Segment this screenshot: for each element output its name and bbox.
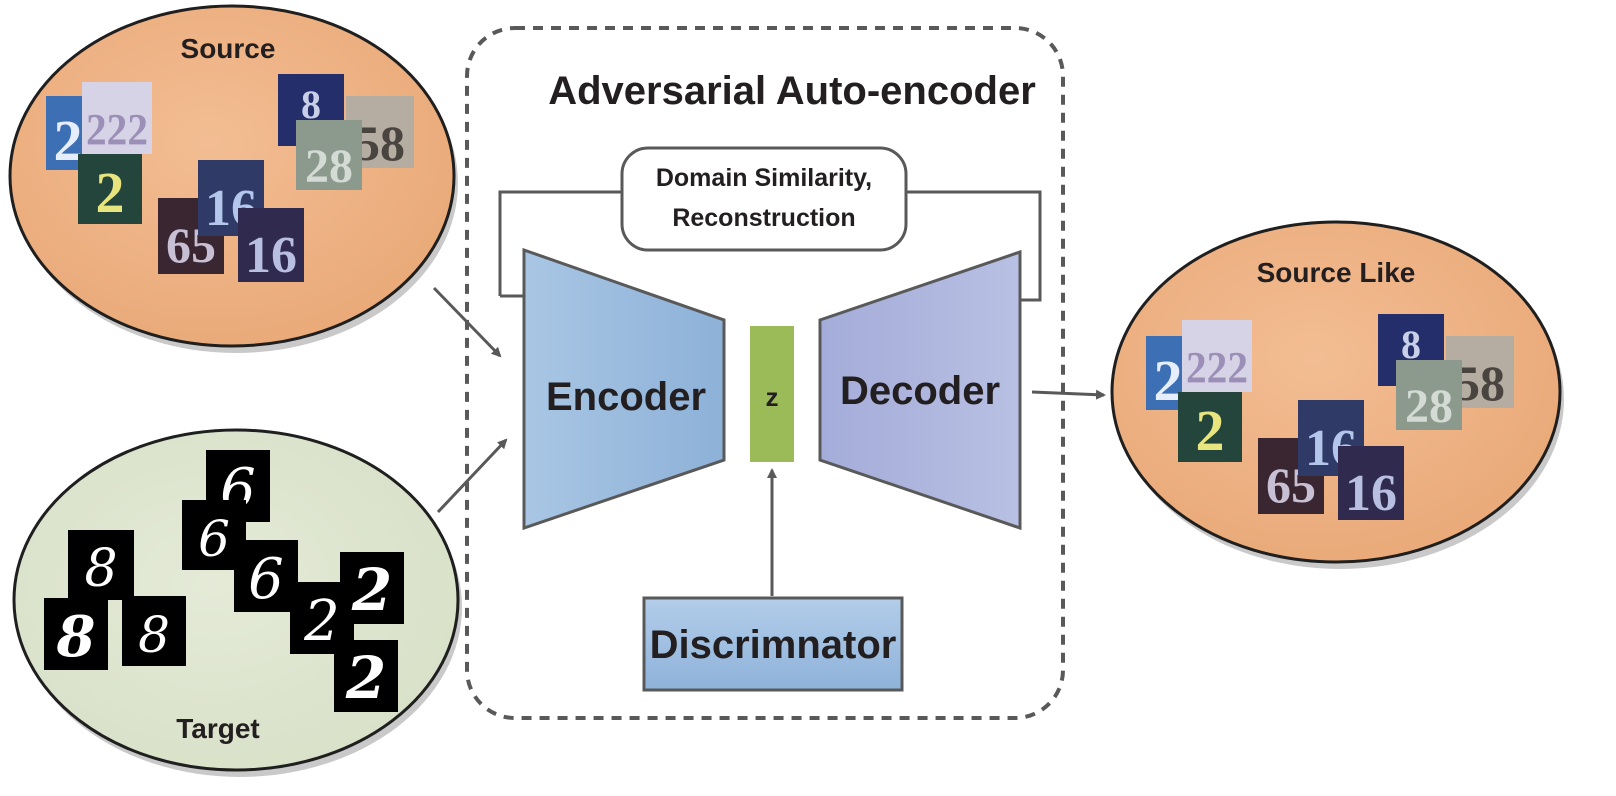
source-like-digit: 58 bbox=[1455, 355, 1505, 411]
latent-z-label: z bbox=[766, 382, 779, 412]
source-like-digit: 2 bbox=[1196, 398, 1225, 463]
target-digit: 2 bbox=[345, 644, 386, 712]
source-like-digit: 222 bbox=[1186, 343, 1248, 392]
source-like-image-tile: 2 bbox=[1178, 392, 1242, 463]
source-image-tile: 222 bbox=[82, 82, 152, 154]
source-to-encoder-arrow bbox=[432, 286, 502, 358]
source-like-digit: 16 bbox=[1345, 465, 1397, 522]
target-image-tile: 2 bbox=[334, 640, 398, 712]
source-like-domain: Source Like 2 222 2 8 58 28 65 bbox=[1110, 220, 1564, 569]
target-label: Target bbox=[176, 713, 260, 744]
target-digit: 8 bbox=[84, 539, 117, 599]
encoder-label: Encoder bbox=[546, 375, 706, 419]
target-digit: 6 bbox=[248, 547, 284, 612]
source-like-label: Source Like bbox=[1257, 257, 1416, 288]
latent-z-block bbox=[750, 326, 794, 462]
source-image-tile: 28 bbox=[296, 120, 362, 193]
source-digit: 16 bbox=[245, 227, 297, 284]
target-image-tile: 8 bbox=[44, 598, 108, 670]
target-digit: 8 bbox=[138, 606, 170, 664]
loss-box-line1: Domain Similarity, bbox=[656, 164, 872, 192]
source-like-digit: 2 bbox=[1154, 348, 1183, 413]
source-image-tile: 2 bbox=[78, 154, 142, 225]
source-digit: 2 bbox=[96, 160, 125, 225]
source-like-image-tile: 222 bbox=[1182, 320, 1252, 392]
source-domain: Source 2 222 2 8 58 28 65 bbox=[8, 4, 458, 353]
target-digit: 8 bbox=[56, 604, 96, 670]
decoder-block bbox=[818, 249, 1022, 531]
source-image-tile: 2 bbox=[46, 96, 90, 173]
target-digit: 2 bbox=[303, 589, 340, 654]
source-like-image-tile: 28 bbox=[1396, 360, 1462, 433]
source-image-tile: 16 bbox=[238, 208, 304, 284]
target-digit: 6 bbox=[198, 510, 230, 568]
source-like-digit: 28 bbox=[1405, 380, 1453, 433]
source-digit: 8 bbox=[301, 82, 321, 127]
encoder-block bbox=[522, 247, 726, 531]
target-image-tile: 6 bbox=[234, 540, 298, 612]
source-digit: 28 bbox=[305, 140, 353, 193]
loss-box-line2: Reconstruction bbox=[672, 204, 855, 232]
source-like-image-tile: 16 bbox=[1298, 400, 1364, 477]
loss-feedback-line bbox=[498, 190, 1042, 302]
target-domain: Target 6 6 8 8 8 6 2 bbox=[12, 428, 462, 777]
source-like-image-tile: 16 bbox=[1338, 446, 1404, 522]
source-like-digit: 8 bbox=[1401, 322, 1421, 367]
target-image-tile: 8 bbox=[122, 596, 186, 666]
decoder-label: Decoder bbox=[840, 369, 1000, 413]
loss-box bbox=[620, 146, 908, 252]
source-digit: 2 bbox=[54, 108, 83, 173]
source-digit: 58 bbox=[355, 115, 405, 171]
target-image-tile: 8 bbox=[68, 530, 134, 600]
target-image-tile: 6 bbox=[182, 500, 246, 570]
discriminator-label: Discrimnator bbox=[650, 623, 897, 667]
source-like-ellipse bbox=[1110, 220, 1562, 564]
target-to-encoder-arrow bbox=[436, 438, 508, 514]
decoder-to-source-like-arrow bbox=[1031, 389, 1106, 400]
aae-title: Adversarial Auto-encoder bbox=[548, 69, 1036, 113]
target-digit: 2 bbox=[351, 556, 392, 624]
target-image-tile: 2 bbox=[340, 552, 404, 624]
source-digit: 222 bbox=[86, 105, 148, 154]
discriminator-block bbox=[642, 596, 904, 692]
source-label: Source bbox=[181, 33, 276, 64]
aae-container bbox=[465, 26, 1065, 720]
